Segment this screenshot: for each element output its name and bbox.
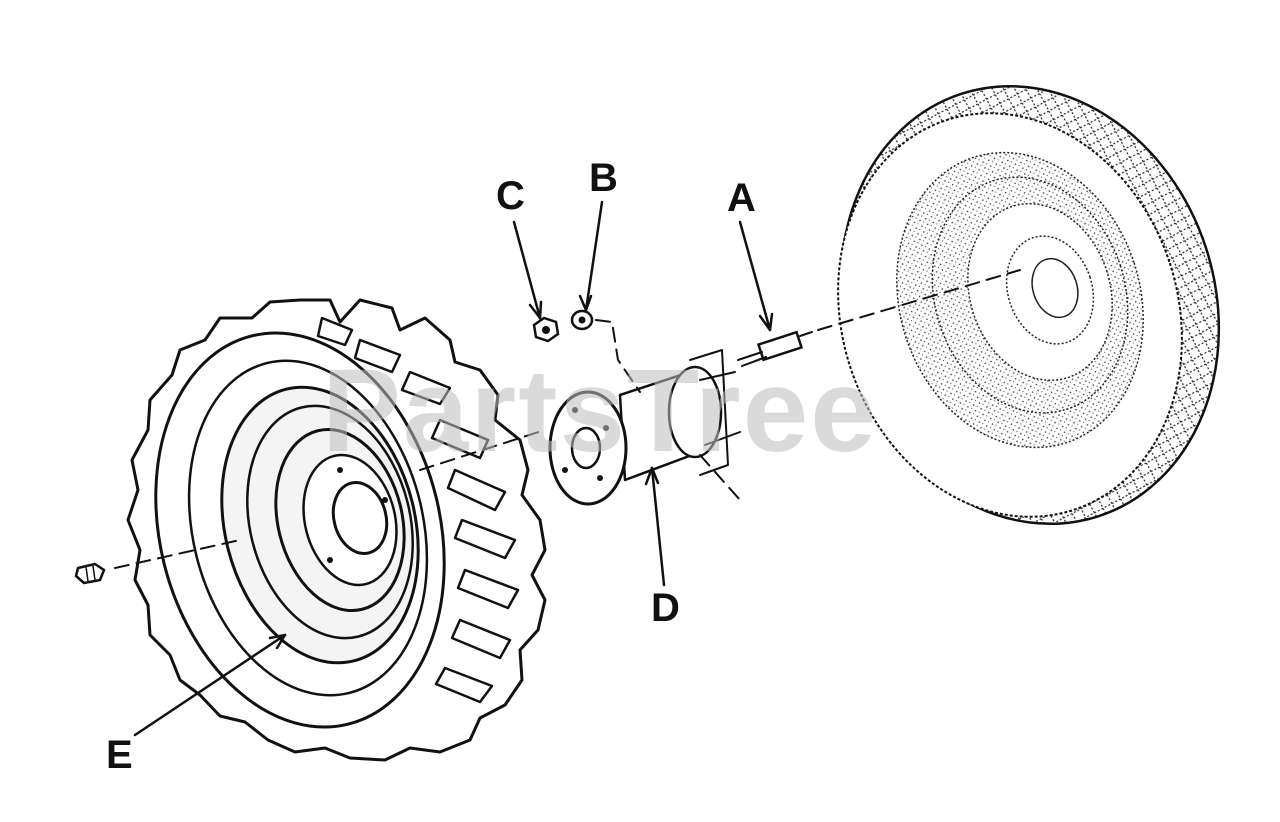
lug-tread <box>126 298 547 762</box>
right-wheel <box>837 85 1221 525</box>
leader-d <box>650 466 666 587</box>
hub-cap-screw <box>74 562 106 585</box>
callout-d-label: D <box>651 586 680 630</box>
callout-b-label: B <box>589 156 618 200</box>
leader-a <box>738 220 772 332</box>
axle-bolt <box>737 330 813 367</box>
leader-c <box>512 220 542 320</box>
lug-marks <box>316 316 520 704</box>
wheel-hub <box>548 349 741 506</box>
callout-a-label: A <box>727 176 756 220</box>
washer <box>570 309 594 331</box>
callout-c-label: C <box>496 174 525 218</box>
leader-e <box>133 633 287 737</box>
left-wheel <box>126 298 547 762</box>
callout-e-label: E <box>106 733 133 777</box>
leader-arrows <box>133 200 774 737</box>
watermark-text: PartsTree <box>322 345 878 477</box>
lock-nut <box>532 316 560 343</box>
assembly-lines <box>114 269 1021 569</box>
leader-b <box>584 200 604 312</box>
